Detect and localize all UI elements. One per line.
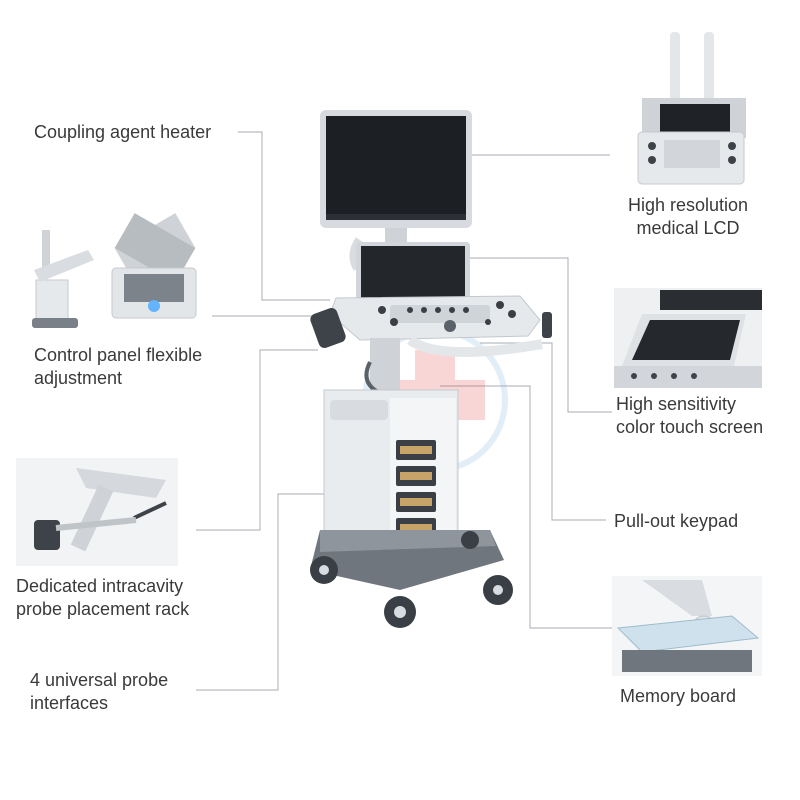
label-control-panel-flexible: Control panel flexible adjustment xyxy=(34,344,202,390)
control-panel xyxy=(310,295,552,358)
control-panel-adjustment-thumbnail xyxy=(32,213,197,328)
ultrasound-machine xyxy=(310,110,552,628)
label-intracavity-rack: Dedicated intracavity probe placement ra… xyxy=(16,575,189,621)
label-line: Control panel flexible xyxy=(34,345,203,365)
label-line: High resolution xyxy=(628,195,749,215)
connector-intracavity-rack xyxy=(196,349,318,531)
lcd-monitor xyxy=(320,110,472,248)
touch-screen xyxy=(356,242,470,304)
label-line: medical LCD xyxy=(636,218,740,238)
connector-coupling-heater xyxy=(238,131,330,301)
lcd-thumbnail xyxy=(637,32,746,185)
label-line: probe placement rack xyxy=(16,599,190,619)
connector-keypad xyxy=(480,342,606,521)
label-line: interfaces xyxy=(30,693,109,713)
label-line: 4 universal probe xyxy=(30,670,169,690)
label-coupling-agent-heater: Coupling agent heater xyxy=(34,122,212,142)
memory-board-thumbnail xyxy=(612,576,762,676)
label-line: adjustment xyxy=(34,368,123,388)
label-touch-screen: High sensitivity color touch screen xyxy=(616,393,763,439)
label-pull-out-keypad: Pull-out keypad xyxy=(614,511,739,531)
label-memory-board: Memory board xyxy=(620,686,737,706)
connector-touch-screen xyxy=(440,257,612,413)
touch-screen-thumbnail xyxy=(614,288,762,388)
label-line: Dedicated intracavity xyxy=(16,576,184,596)
label-high-resolution-lcd: High resolution medical LCD xyxy=(628,194,748,240)
label-probe-interfaces: 4 universal probe interfaces xyxy=(30,669,168,715)
label-line: color touch screen xyxy=(616,417,764,437)
probe-rack-thumbnail xyxy=(16,458,178,566)
wheeled-base xyxy=(310,530,513,628)
connector-memory-board xyxy=(440,385,612,629)
label-line: High sensitivity xyxy=(616,394,737,414)
